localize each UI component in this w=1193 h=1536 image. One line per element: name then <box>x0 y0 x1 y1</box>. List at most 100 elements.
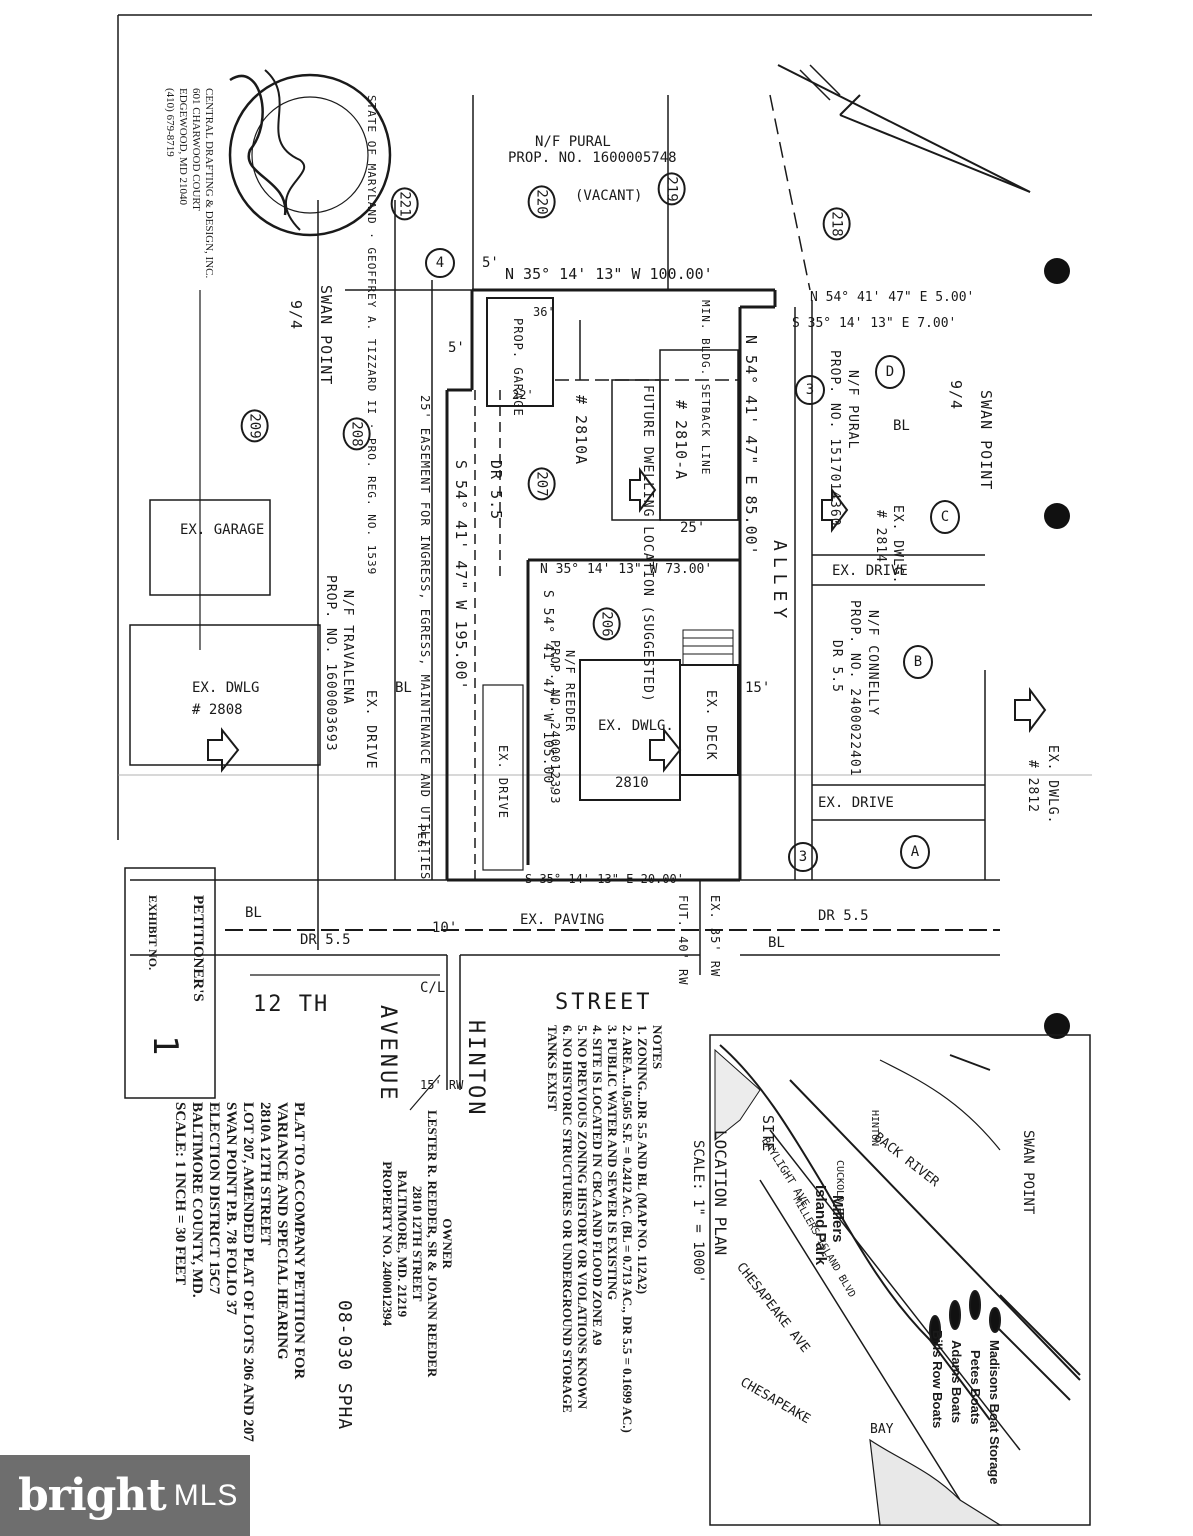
surveyor-seal <box>228 73 392 237</box>
bearing-east: N 54° 41' 47" E 85.00' <box>742 335 760 556</box>
exhibit-title: PETITIONER'S <box>190 895 206 1002</box>
owner-block: OWNER LESTER R. REEDER, SR & JOANN REEDE… <box>380 1110 455 1378</box>
dr-south-left: DR 5.5 <box>300 932 351 948</box>
marina-madisons: Madisons Boat Storage <box>987 1340 1002 1485</box>
circle-4: 4 <box>425 248 455 278</box>
setback-label: MIN. BLDG. SETBACK LINE <box>699 300 712 476</box>
proposed-garage-footprint <box>486 297 554 407</box>
swan-point-east-ref: 9/4 <box>947 380 965 411</box>
bearing-west: S 54° 41' 47" W 195.00' <box>452 460 470 691</box>
swan-point-east: SWAN POINT <box>977 390 995 491</box>
lot-209: 209 <box>240 409 269 443</box>
dim-15: 15' <box>745 680 771 696</box>
logo-bright: bright <box>18 1470 167 1521</box>
ex-dwlg-2808: EX. DWLG <box>192 680 260 696</box>
bearing-north: N 35° 14' 13" W 100.00' <box>505 265 713 283</box>
location-swan-point: SWAN POINT <box>1020 1130 1036 1215</box>
pural-east-prop: PROP. NO. 1517014360 <box>827 350 842 527</box>
surveyor-company: CENTRAL DRAFTING & DESIGN, INC. 601 CHAR… <box>164 88 215 279</box>
ex-drive-east-1: EX. DRIVE <box>832 563 908 579</box>
marina-petes: Petes Boats <box>968 1350 983 1425</box>
bl-south-west: BL <box>245 905 262 921</box>
logo-mls: MLS <box>173 1478 239 1512</box>
dim-5a: 5' <box>448 340 465 356</box>
street-12th: 12 TH <box>253 992 330 1017</box>
circle-d: D <box>875 355 905 389</box>
alley-label: ALLEY <box>769 540 790 625</box>
bl-south-east: BL <box>768 935 785 951</box>
avenue-label: AVENUE <box>375 1005 400 1103</box>
garage-dim-22: 22' <box>512 388 534 402</box>
dr-south-right: DR 5.5 <box>818 908 869 924</box>
exhibit-label: EXHIBIT NO. <box>146 895 160 971</box>
seal-text: STATE OF MARYLAND · GEOFFREY A. TIZZARD … <box>365 95 378 576</box>
bearing-middle: N 35° 14' 13" W 73.00' <box>540 562 713 577</box>
binder-hole <box>1044 258 1070 284</box>
ex-paving-label: EX. PAVING <box>520 912 605 928</box>
title-block: PLAT TO ACCOMPANY PETITION FOR VARIANCE … <box>172 1102 307 1442</box>
location-plan-scale: SCALE: 1" = 1000' <box>690 1140 706 1284</box>
case-number: 08-030 SPHA <box>334 1300 355 1431</box>
garage-dim-36: 36' <box>533 305 555 319</box>
location-hinton: HINTON <box>869 1110 880 1147</box>
lot-address: # 2810A <box>572 395 590 466</box>
ex-garage-label: EX. GARAGE <box>180 522 265 538</box>
bearing-ne1: N 54° 41' 47" E 5.00' <box>810 290 975 305</box>
circle-c: C <box>930 500 960 534</box>
future-dwelling-label: FUTURE DWELLING LOCATION (SUGGESTED) <box>640 385 655 703</box>
travalena-prop: PROP. NO. 1600003693 <box>323 575 338 752</box>
travalena-owner: N/F TRAVALENA <box>340 590 355 705</box>
lot-221: 221 <box>390 187 419 221</box>
addr-2812: # 2812 <box>1025 760 1040 813</box>
ex-35-rw: EX. 35' RW <box>708 895 722 978</box>
circle-a: A <box>900 835 930 869</box>
lot-219: 219 <box>657 172 686 206</box>
lot-206: 206 <box>592 607 621 641</box>
street-word: STREET <box>555 990 653 1015</box>
exhibit-number: 1 <box>145 1035 185 1057</box>
circle-3-north: 3 <box>795 375 825 405</box>
ex-drive-mid: EX. DRIVE <box>496 745 510 820</box>
notes-block: NOTES 1. ZONING...DR 5.5 AND BL (MAP NO.… <box>545 1025 665 1433</box>
ex-dwlg-main: EX. DWLG. <box>598 718 674 734</box>
dim-10: 10' <box>432 920 458 936</box>
addr-2808: # 2808 <box>192 702 243 718</box>
ex-dwlg-2812: EX. DWLG. <box>1045 745 1060 825</box>
lot-207: 207 <box>527 467 556 501</box>
easement-label: 25' EASEMENT FOR INGRESS, EGRESS, MAINTE… <box>418 395 432 881</box>
north-parcel-owner: N/F PURAL <box>535 134 611 150</box>
ex-drive-east-2: EX. DRIVE <box>818 795 894 811</box>
dr-west-label: DR 5.5 <box>487 460 505 521</box>
bearing-south: S 35° 14' 13" E 20.00' <box>525 872 684 886</box>
pural-east-owner: N/F PURAL <box>845 370 860 450</box>
north-parcel-prop: PROP. NO. 1600005748 <box>508 150 677 166</box>
location-bay: BAY <box>870 1422 894 1437</box>
addr-2814: # 2814 <box>873 510 888 563</box>
bl-east: BL <box>893 418 910 434</box>
dim-25: 25' <box>680 520 706 536</box>
bright-mls-logo: bright MLS <box>0 1455 250 1536</box>
swan-point-west: SWAN POINT <box>317 285 335 386</box>
future-address: # 2810-A <box>672 400 690 481</box>
binder-hole <box>1044 503 1070 529</box>
peg-label: PEG. <box>415 825 428 856</box>
marina-adams: Adams Boats <box>949 1340 964 1424</box>
addr-2810: 2810 <box>615 775 649 791</box>
circle-3-south: 3 <box>788 842 818 872</box>
exhibit-box <box>124 867 216 1099</box>
lot-218: 218 <box>822 207 851 241</box>
reeder-prop: PROP. NO. 2400012393 <box>548 640 562 805</box>
marina-bills: Bills Row Boats <box>930 1330 945 1429</box>
bl-west: BL <box>395 680 412 696</box>
location-cuckold: CUCKOLD PT <box>834 1160 845 1221</box>
fut-40-rw: FUT. 40' RW <box>676 895 690 986</box>
location-plan-title: LOCATION PLAN <box>711 1130 730 1256</box>
ex-deck-label: EX. DECK <box>703 690 718 761</box>
location-plan-frame <box>709 1034 1091 1526</box>
circle-b: B <box>903 645 933 679</box>
hinton-label: HINTON <box>463 1020 488 1118</box>
rw-15: 15' RW <box>420 1078 464 1092</box>
swan-point-west-ref: 9/4 <box>287 300 305 331</box>
bearing-ne2: S 35° 14' 13" E 7.00' <box>792 316 957 331</box>
